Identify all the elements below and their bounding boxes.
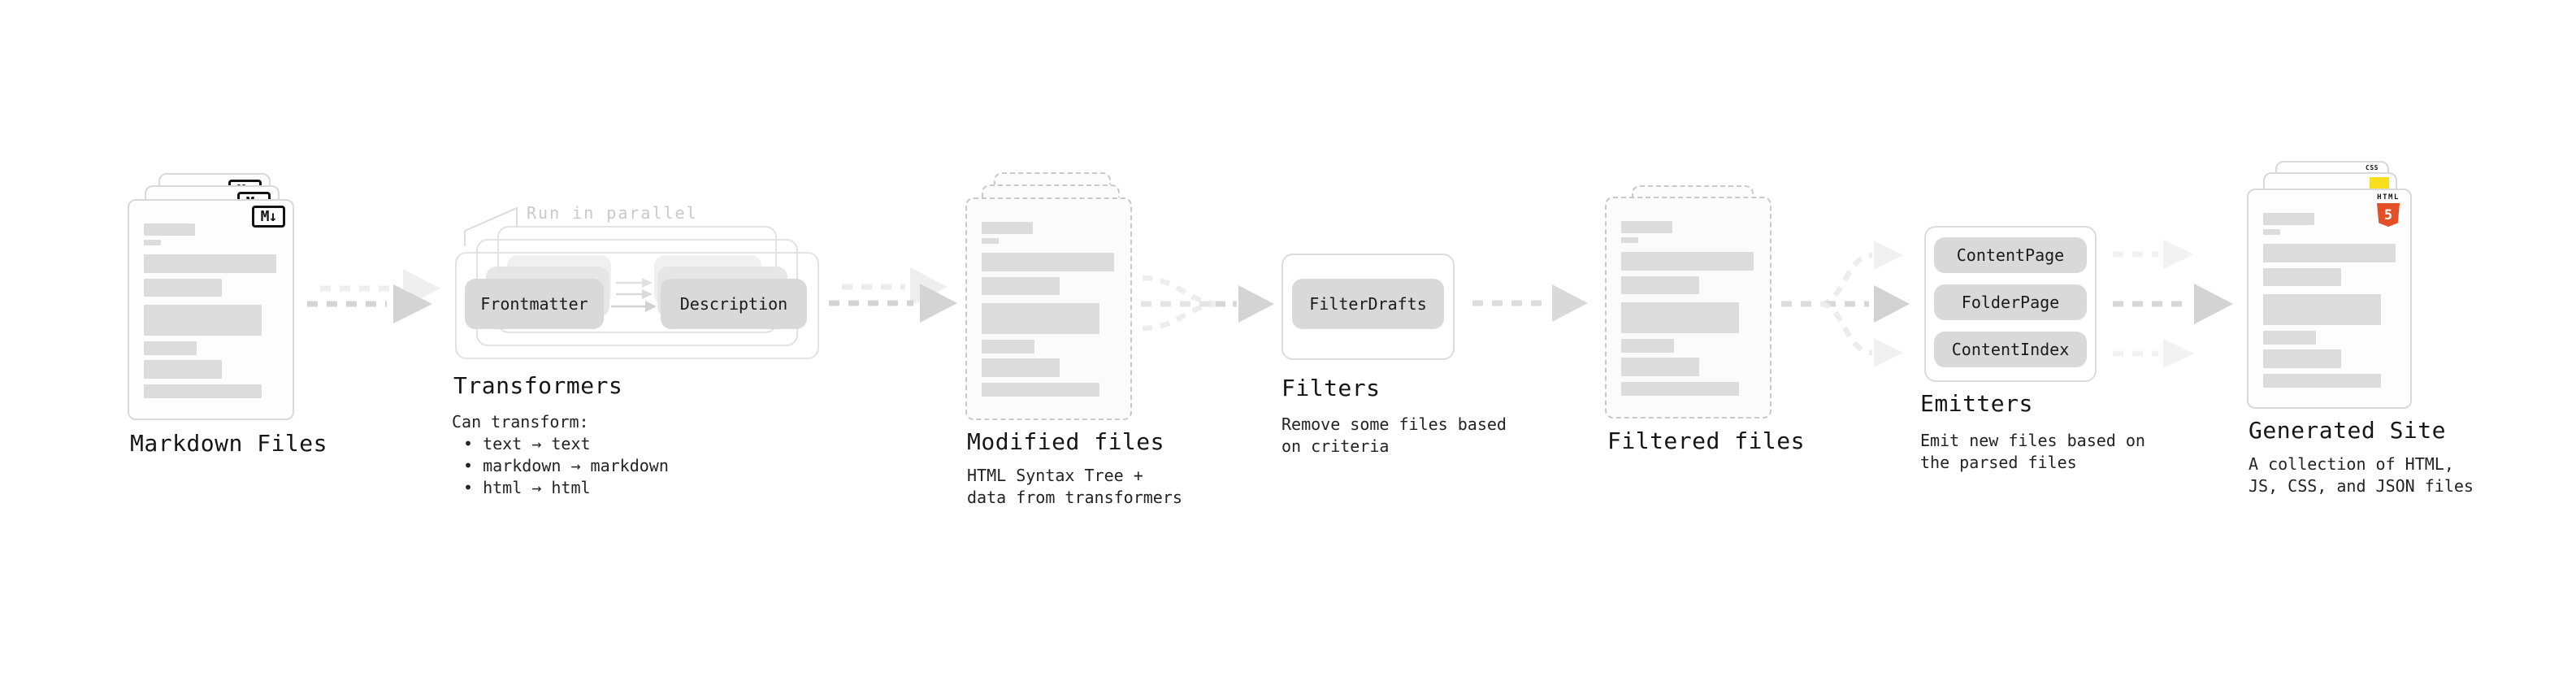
desc-line: HTML Syntax Tree + xyxy=(967,466,1143,485)
run-in-parallel-annotation: Run in parallel xyxy=(527,203,698,223)
placeholder-bar xyxy=(144,341,197,355)
arrow-markdown-to-transformers xyxy=(307,269,440,323)
folderpage-chip: FolderPage xyxy=(1934,284,2087,320)
arrow-filtered-to-emitters-split xyxy=(1781,241,1910,367)
modified-file-card-front xyxy=(965,197,1132,420)
placeholder-bar xyxy=(982,383,1099,397)
desc-line: JS, CSS, and JSON files xyxy=(2249,476,2474,496)
frontmatter-chip: Frontmatter xyxy=(465,279,604,329)
transformers-bullet: • html → html xyxy=(463,478,591,497)
markdown-files-label: Markdown Files xyxy=(130,430,328,457)
filters-title: Filters xyxy=(1281,375,1381,401)
arrow-emitters-to-generated xyxy=(2113,240,2233,368)
transformers-title: Transformers xyxy=(453,372,623,399)
transformers-bullet: • text → text xyxy=(463,434,591,453)
description-chip: Description xyxy=(661,279,807,329)
placeholder-bar xyxy=(144,279,222,297)
filtered-files-label: Filtered files xyxy=(1607,427,1806,454)
filters-desc: Remove some files based on criteria xyxy=(1281,414,1507,458)
placeholder-bar xyxy=(982,358,1060,377)
placeholder-bar xyxy=(2263,294,2381,325)
html5-shield-number: 5 xyxy=(2383,206,2393,223)
placeholder-bar xyxy=(1621,221,1672,233)
document-placeholder-lines xyxy=(2263,213,2396,388)
markdown-file-card-front: M↓ xyxy=(128,199,294,420)
placeholder-bar xyxy=(144,305,262,336)
placeholder-bar xyxy=(2263,349,2341,368)
placeholder-bar xyxy=(982,238,999,244)
desc-line: data from transformers xyxy=(967,488,1182,507)
placeholder-bar xyxy=(2263,229,2280,235)
placeholder-bar xyxy=(144,254,276,273)
document-placeholder-lines xyxy=(144,223,276,398)
js-icon xyxy=(2370,177,2389,189)
placeholder-bar xyxy=(2263,374,2381,388)
transformer-group-outline-front xyxy=(455,252,819,359)
arrow-modified-to-filters-merge xyxy=(1141,275,1274,332)
placeholder-bar xyxy=(982,222,1033,234)
placeholder-bar xyxy=(1621,276,1699,294)
placeholder-bar xyxy=(982,340,1034,354)
placeholder-bar xyxy=(1621,382,1739,396)
transformers-bullet: • markdown → markdown xyxy=(463,456,669,475)
arrow-transformers-to-modified xyxy=(829,267,957,323)
arrow-filters-to-filtered xyxy=(1472,284,1588,322)
desc-line: the parsed files xyxy=(1920,453,2077,472)
document-placeholder-lines xyxy=(1621,221,1754,396)
placeholder-bar xyxy=(982,277,1060,295)
desc-line: Remove some files based xyxy=(1281,414,1507,434)
placeholder-bar xyxy=(2263,268,2341,286)
emitters-title: Emitters xyxy=(1920,390,2033,417)
placeholder-bar xyxy=(982,253,1114,271)
contentpage-chip: ContentPage xyxy=(1934,237,2087,273)
emitters-desc: Emit new files based on the parsed files xyxy=(1920,430,2145,474)
placeholder-bar xyxy=(1621,237,1638,243)
placeholder-bar xyxy=(144,240,161,245)
placeholder-bar xyxy=(2263,331,2316,345)
placeholder-bar xyxy=(144,384,262,398)
generated-site-desc: A collection of HTML, JS, CSS, and JSON … xyxy=(2249,453,2474,497)
contentindex-chip: ContentIndex xyxy=(1934,332,2087,367)
document-placeholder-lines xyxy=(982,222,1114,397)
placeholder-bar xyxy=(1621,252,1754,271)
desc-line: on criteria xyxy=(1281,436,1390,456)
generated-site-label: Generated Site xyxy=(2249,417,2447,444)
markdown-icon: M↓ xyxy=(252,206,285,228)
transformers-note-heading: Can transform: xyxy=(452,412,589,432)
placeholder-bar xyxy=(144,223,195,236)
modified-files-desc: HTML Syntax Tree + data from transformer… xyxy=(967,465,1182,509)
placeholder-bar xyxy=(144,360,222,379)
filterdrafts-chip: FilterDrafts xyxy=(1292,279,1444,329)
placeholder-bar xyxy=(982,303,1099,334)
transformers-note: Can transform: • text → text • markdown … xyxy=(452,411,669,499)
placeholder-bar xyxy=(1621,358,1699,376)
placeholder-bar xyxy=(2263,213,2314,225)
desc-line: Emit new files based on xyxy=(1920,431,2145,450)
placeholder-bar xyxy=(2263,244,2396,262)
desc-line: A collection of HTML, xyxy=(2249,454,2454,474)
html5-icon: HTML 5 xyxy=(2374,194,2402,227)
filtered-file-card-front xyxy=(1605,197,1772,419)
html-file-card: HTML 5 xyxy=(2247,189,2412,409)
placeholder-bar xyxy=(1621,339,1674,353)
placeholder-bar xyxy=(1621,302,1739,333)
modified-files-label: Modified files xyxy=(967,428,1165,455)
